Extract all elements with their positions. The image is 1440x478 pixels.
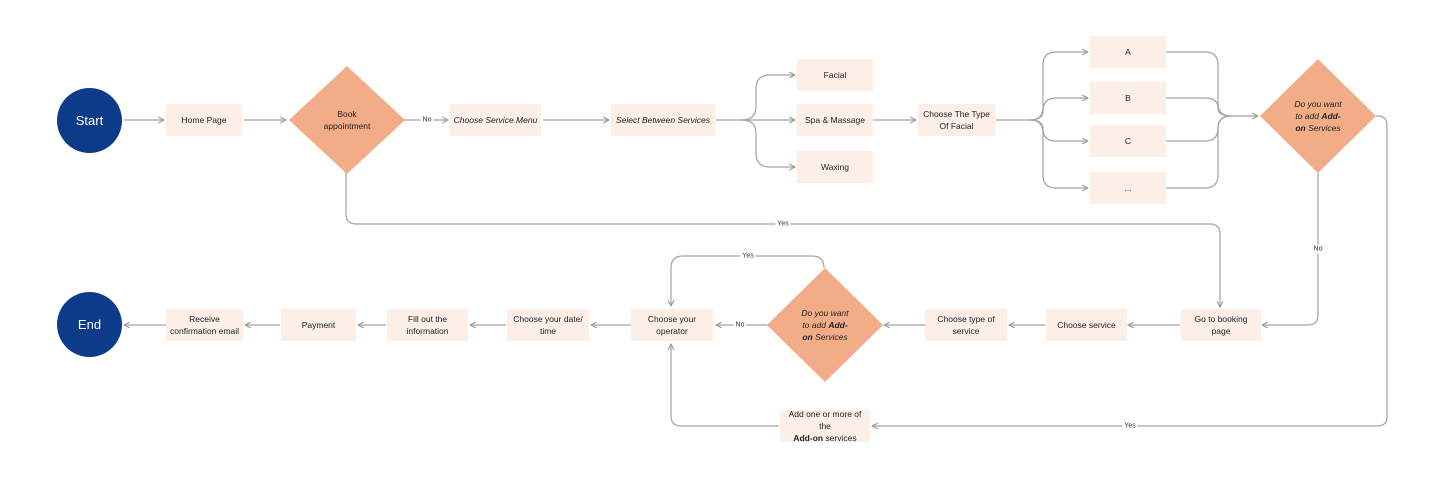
date-line1: Choose your date/ (513, 314, 583, 324)
addon-top-line1: Do you want (1294, 99, 1342, 109)
decision-add-on-top: Do you want to add Add- on Services (1260, 59, 1376, 173)
node-choose-type-of-facial: Choose The Type Of Facial (918, 104, 995, 136)
type-service-line2: service (952, 326, 980, 336)
arrow-more-addon (1166, 115, 1232, 189)
node-option-c: C (1090, 125, 1166, 157)
node-payment: Payment (281, 309, 356, 341)
arrow-addon-no (1262, 173, 1319, 325)
fill-line2: information (406, 326, 449, 336)
addon-bottom-line1: Do you want (801, 308, 849, 318)
addon-top-line2b: Add- (1321, 111, 1341, 121)
edge-label-addon-top-no: No (1311, 244, 1325, 254)
edge-label-addon-top-yes: Yes (1122, 421, 1138, 431)
node-choose-service-menu: Choose Service Menu (450, 104, 541, 136)
operator-line2: operator (656, 326, 688, 336)
addon-bottom-line3b: on (802, 332, 813, 342)
node-choose-type-of-service: Choose type of service (925, 309, 1007, 341)
node-option-b-label: B (1125, 93, 1131, 103)
node-fill-out-information: Fill out the information (387, 309, 468, 341)
arrow-addon-services-operator (671, 344, 779, 427)
node-select-between-services-label: Select Between Services (615, 115, 711, 125)
arrow-b-addon (1166, 97, 1232, 117)
receive-line1: Receive (189, 314, 220, 324)
end-label: End (77, 317, 102, 332)
addon-top-line3b: on (1295, 123, 1306, 133)
operator-line1: Choose your (647, 314, 697, 324)
node-facial: Facial (797, 59, 873, 91)
addon-bottom-line3r: Services (812, 332, 848, 342)
node-choose-service-label: Choose service (1057, 320, 1116, 330)
node-option-a-label: A (1125, 47, 1131, 57)
addon-services-line2b: Add-on (793, 433, 824, 443)
node-waxing: Waxing (797, 151, 873, 183)
receive-line2: confirmation email (170, 326, 239, 336)
addon-bottom-line2a: to add (802, 320, 829, 330)
arrow-a-addon (1166, 51, 1258, 116)
node-go-to-booking-page: Go to booking page (1181, 309, 1261, 341)
type-facial-line1: Choose The Type (923, 109, 990, 119)
node-choose-service: Choose service (1046, 309, 1127, 341)
node-payment-label: Payment (301, 320, 336, 330)
arrow-select-facial (716, 75, 795, 121)
node-spa-massage-label: Spa & Massage (804, 115, 865, 125)
arrow-type-b (1029, 98, 1088, 121)
start-label: Start (75, 113, 104, 128)
arrow-addon-yes (872, 115, 1388, 426)
edge-label-book-no: No (420, 115, 434, 125)
node-option-more-label: ... (1124, 183, 1132, 193)
start-terminal: Start (57, 88, 122, 153)
node-option-a: A (1090, 36, 1166, 68)
node-facial-label: Facial (823, 70, 847, 80)
arrow-type-a (996, 52, 1088, 121)
edge-label-addon-bottom-yes: Yes (740, 251, 756, 261)
fill-line1: Fill out the (407, 314, 448, 324)
node-select-between-services: Select Between Services (611, 104, 715, 136)
book-line2: appointment (323, 121, 371, 131)
type-facial-line2: Of Facial (939, 121, 974, 131)
node-home-page: Home Page (166, 104, 242, 136)
edge-label-book-yes: Yes (775, 219, 791, 229)
arrow-addon2-yes (671, 255, 825, 306)
node-go-to-booking-page-label: Go to booking page (1194, 314, 1248, 336)
node-choose-your-operator: Choose your operator (631, 309, 713, 341)
node-spa-massage: Spa & Massage (797, 104, 873, 136)
node-choose-service-menu-label: Choose Service Menu (453, 115, 538, 125)
arrow-select-waxing (741, 119, 795, 167)
addon-top-line3r: Services (1305, 123, 1341, 133)
end-terminal: End (57, 292, 122, 357)
node-option-c-label: C (1124, 136, 1132, 146)
node-receive-confirmation: Receive confirmation email (166, 309, 243, 341)
node-option-b: B (1090, 82, 1166, 114)
date-line2: time (539, 326, 557, 336)
addon-services-line2r: services (823, 433, 857, 443)
decision-book-appointment: Book appointment (289, 66, 405, 174)
book-line1: Book (337, 109, 357, 119)
arrow-type-more (1029, 119, 1088, 188)
decision-add-on-bottom: Do you want to add Add- on Services (767, 268, 883, 382)
node-add-one-or-more: Add one or more of the Add-on services (780, 409, 870, 443)
addon-services-line1: Add one or more of the (788, 409, 862, 431)
edge-label-addon-bottom-no: No (733, 320, 747, 330)
addon-top-line2a: to add (1295, 111, 1322, 121)
addon-bottom-line2b: Add- (828, 320, 848, 330)
node-home-page-label: Home Page (181, 115, 227, 125)
type-service-line1: Choose type of (937, 314, 995, 324)
node-choose-date-time: Choose your date/ time (507, 309, 589, 341)
node-waxing-label: Waxing (820, 162, 850, 172)
node-option-more: ... (1090, 172, 1166, 204)
